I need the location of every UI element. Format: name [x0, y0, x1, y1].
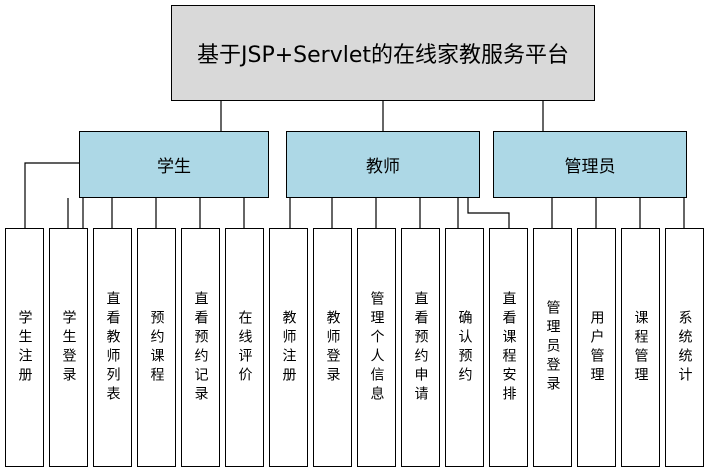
role-label: 学生 [157, 157, 191, 177]
role-label: 管理员 [564, 157, 616, 177]
function-box: 直看教师列表 [93, 228, 132, 467]
function-box: 课程管理 [621, 228, 660, 467]
function-label: 用户管理 [588, 309, 605, 386]
function-box: 预约课程 [137, 228, 176, 467]
function-label: 直看课程安排 [500, 290, 517, 405]
function-box: 直看预约记录 [181, 228, 220, 467]
function-box: 用户管理 [577, 228, 616, 467]
function-box: 学生登录 [49, 228, 88, 467]
function-label: 直看预约申请 [412, 290, 429, 405]
function-box: 直看预约申请 [401, 228, 440, 467]
function-box: 管理个人信息 [357, 228, 396, 467]
function-box: 教师登录 [313, 228, 352, 467]
function-label: 直看教师列表 [104, 290, 121, 405]
system-title-text: 基于JSP+Servlet的在线家教服务平台 [197, 43, 569, 68]
function-label: 管理个人信息 [368, 290, 385, 405]
function-label: 在线评价 [236, 309, 253, 386]
function-label: 教师登录 [324, 309, 341, 386]
function-label: 学生注册 [16, 309, 33, 386]
function-box: 直看课程安排 [489, 228, 528, 467]
role-box-teacher: 教师 [286, 131, 480, 198]
function-box: 确认预约 [445, 228, 484, 467]
role-box-student: 学生 [79, 131, 269, 198]
role-label: 教师 [366, 157, 400, 177]
role-box-admin: 管理员 [493, 131, 687, 198]
function-box: 教师注册 [269, 228, 308, 467]
function-box: 学生注册 [5, 228, 44, 467]
function-label: 确认预约 [456, 309, 473, 386]
function-box: 管理员登录 [533, 228, 572, 467]
function-label: 直看预约记录 [192, 290, 209, 405]
system-title: 基于JSP+Servlet的在线家教服务平台 [171, 5, 595, 101]
function-label: 管理员登录 [544, 300, 561, 395]
function-label: 课程管理 [632, 309, 649, 386]
function-label: 预约课程 [148, 309, 165, 386]
function-box: 系统统计 [665, 228, 704, 467]
function-box: 在线评价 [225, 228, 264, 467]
function-label: 学生登录 [60, 309, 77, 386]
function-label: 教师注册 [280, 309, 297, 386]
function-label: 系统统计 [676, 309, 693, 386]
